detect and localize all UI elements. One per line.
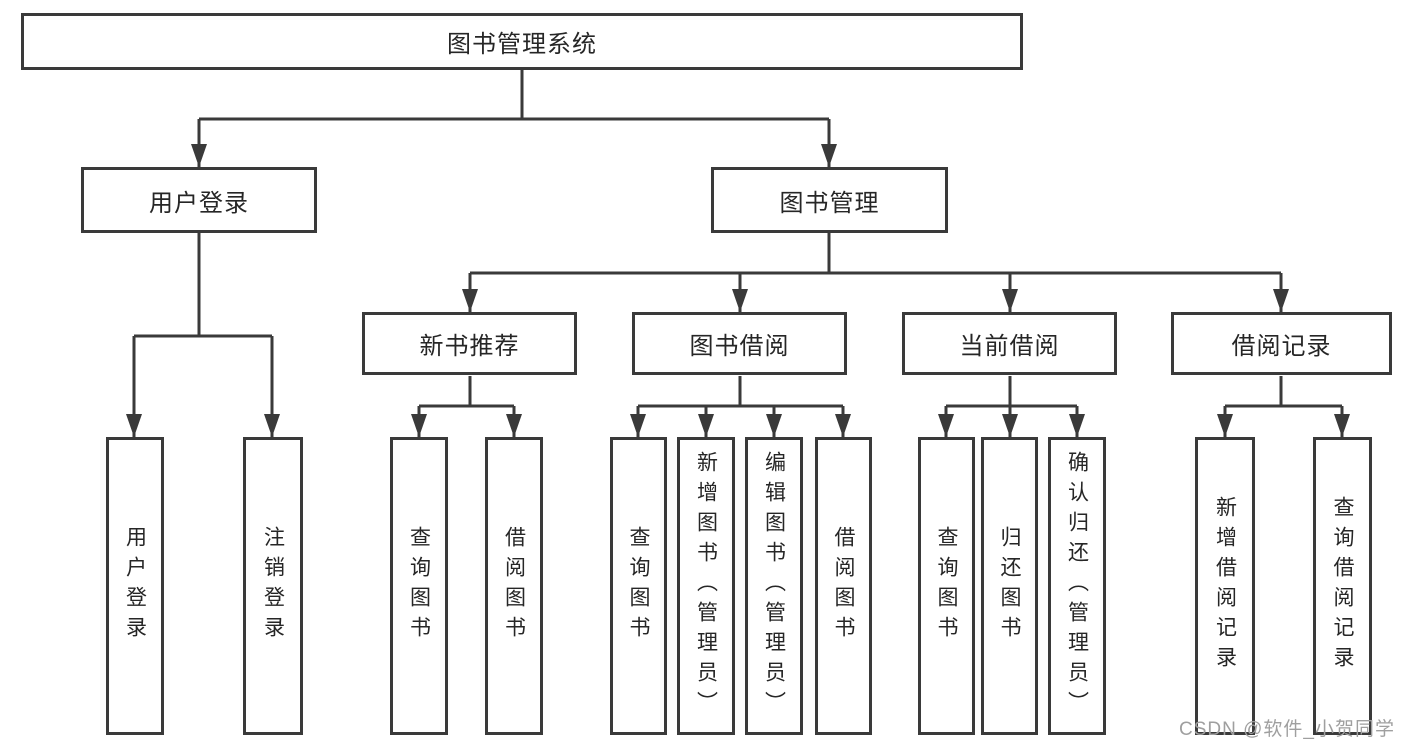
node-book-management: 图书管理 bbox=[711, 167, 948, 233]
csdn-watermark: CSDN @软件_小贺同学 bbox=[1179, 719, 1395, 740]
leaf-newbooks-query-label: 查询图书 bbox=[407, 526, 431, 646]
node-book-borrow: 图书借阅 bbox=[632, 312, 847, 375]
leaf-borrow-borrow: 借阅图书 bbox=[815, 437, 872, 735]
leaf-borrow-add-admin-label: 新增图书（管理员） bbox=[694, 451, 718, 721]
node-new-book-recommend: 新书推荐 bbox=[362, 312, 577, 375]
leaf-current-query: 查询图书 bbox=[918, 437, 975, 735]
leaf-newbooks-query: 查询图书 bbox=[390, 437, 448, 735]
node-user-login-label: 用户登录 bbox=[149, 189, 249, 217]
leaf-borrow-borrow-label: 借阅图书 bbox=[832, 526, 855, 646]
leaf-borrow-query: 查询图书 bbox=[610, 437, 667, 735]
node-current-borrow-label: 当前借阅 bbox=[959, 333, 1060, 360]
leaf-current-return-label: 归还图书 bbox=[998, 526, 1021, 646]
leaf-user-login: 用户登录 bbox=[106, 437, 164, 735]
arrowheads bbox=[126, 144, 1350, 437]
leaf-records-add-label: 新增借阅记录 bbox=[1213, 496, 1237, 676]
leaf-current-confirm-admin-label: 确认归还（管理员） bbox=[1065, 451, 1089, 721]
node-new-book-recommend-label: 新书推荐 bbox=[419, 333, 520, 360]
node-user-login: 用户登录 bbox=[81, 167, 317, 233]
leaf-borrow-query-label: 查询图书 bbox=[627, 526, 650, 646]
node-book-management-label: 图书管理 bbox=[779, 189, 880, 217]
leaf-current-confirm-admin: 确认归还（管理员） bbox=[1048, 437, 1106, 735]
leaf-current-return: 归还图书 bbox=[981, 437, 1038, 735]
leaf-user-logout-label: 注销登录 bbox=[261, 526, 285, 646]
leaf-user-logout: 注销登录 bbox=[243, 437, 303, 735]
tree-edges bbox=[132, 70, 1344, 437]
leaf-borrow-edit-admin-label: 编辑图书（管理员） bbox=[762, 451, 786, 721]
leaf-newbooks-borrow: 借阅图书 bbox=[485, 437, 543, 735]
node-current-borrow: 当前借阅 bbox=[902, 312, 1117, 375]
leaf-records-query: 查询借阅记录 bbox=[1313, 437, 1372, 735]
leaf-borrow-add-admin: 新增图书（管理员） bbox=[677, 437, 735, 735]
node-book-borrow-label: 图书借阅 bbox=[689, 333, 790, 360]
leaf-borrow-edit-admin: 编辑图书（管理员） bbox=[745, 437, 803, 735]
node-root-system: 图书管理系统 bbox=[21, 13, 1023, 70]
leaf-records-add: 新增借阅记录 bbox=[1195, 437, 1255, 735]
node-root-label: 图书管理系统 bbox=[447, 31, 597, 58]
leaf-current-query-label: 查询图书 bbox=[935, 526, 958, 646]
leaf-newbooks-borrow-label: 借阅图书 bbox=[502, 526, 526, 646]
leaf-user-login-label: 用户登录 bbox=[123, 526, 147, 646]
leaf-records-query-label: 查询借阅记录 bbox=[1331, 496, 1354, 676]
node-borrow-records-label: 借阅记录 bbox=[1231, 333, 1332, 360]
node-borrow-records: 借阅记录 bbox=[1171, 312, 1392, 375]
